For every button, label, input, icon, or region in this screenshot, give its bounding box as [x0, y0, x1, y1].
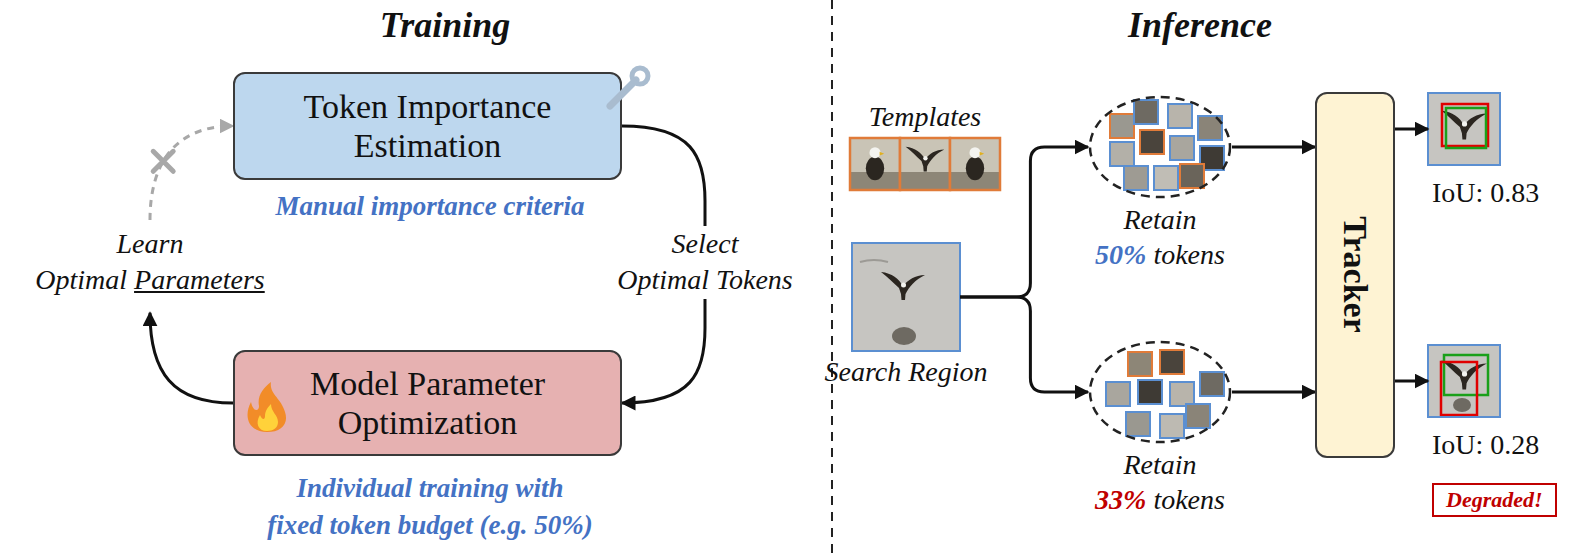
- dashed-ellipse: [1088, 340, 1232, 444]
- node-label: Tracker: [1335, 217, 1374, 333]
- text-run: Parameters: [134, 264, 265, 295]
- text-run: (e.g.: [480, 510, 528, 540]
- blocked-arrow: [150, 126, 233, 220]
- blocked-mark: [153, 151, 173, 171]
- wrench-icon: [600, 68, 650, 113]
- text-run: Region: [908, 356, 987, 387]
- text-run: Parameter: [407, 365, 545, 402]
- search-region-image: Search Region: [852, 243, 960, 351]
- process-box: Model Parameter Optimization: [233, 350, 622, 456]
- text-run: Tokens: [716, 264, 793, 295]
- text-run: tokens: [1153, 484, 1225, 515]
- text-run: Retain: [1123, 449, 1196, 480]
- text-run: Inference: [1128, 5, 1272, 45]
- divider: [831, 0, 833, 553]
- node-label: Templates: [869, 99, 982, 134]
- text-run: Training: [380, 5, 511, 45]
- feedback-arrow: [150, 313, 233, 403]
- text-run: Model: [310, 365, 399, 402]
- connector-arrow: [960, 147, 1088, 297]
- text-run: 50%: [1095, 239, 1146, 270]
- status-badge: Degraded!: [1432, 483, 1557, 517]
- text-run: 50%): [534, 510, 592, 540]
- text-run: Token: [304, 88, 389, 125]
- result-image: IoU: 0.28Degraded!: [1428, 345, 1500, 417]
- dashed-ellipse: [1088, 95, 1232, 199]
- text-run: Manual: [275, 191, 364, 221]
- edge-label: Learn Optimal Parameters: [31, 226, 268, 299]
- node-label: Search Region: [824, 354, 987, 389]
- text-run: Optimization: [338, 404, 517, 441]
- text-run: tokens: [1153, 239, 1225, 270]
- text-run: token: [329, 510, 391, 540]
- text-run: Degraded!: [1446, 487, 1543, 512]
- section-title: Inference: [1128, 4, 1272, 47]
- result-image: IoU: 0.83: [1428, 93, 1500, 165]
- connector-arrow: [1395, 128, 1428, 131]
- text-run: Select: [672, 228, 739, 259]
- node-label: IoU: 0.28: [1432, 427, 1539, 462]
- token-set: Retain 50% tokens: [1088, 95, 1232, 199]
- text-run: IoU:: [1432, 177, 1483, 208]
- text-run: training: [419, 473, 509, 503]
- template-images: Templates: [850, 138, 1000, 190]
- text-run: importance: [371, 191, 497, 221]
- text-run: with: [516, 473, 564, 503]
- text-run: Retain: [1123, 204, 1196, 235]
- note-text: Manual importance criteria: [275, 190, 584, 222]
- text-run: Importance: [397, 88, 552, 125]
- tracker-box: Tracker: [1315, 92, 1395, 458]
- token-set: Retain 33% tokens: [1088, 340, 1232, 444]
- text-run: IoU:: [1432, 429, 1483, 460]
- ellipse-outline: [1090, 342, 1230, 442]
- edge-label: Select Optimal Tokens: [613, 226, 797, 299]
- node-label: IoU: 0.83: [1432, 175, 1539, 210]
- text-run: Learn: [117, 228, 184, 259]
- node-label: Token Importance Estimation: [304, 87, 552, 165]
- connector-arrow: [1232, 146, 1315, 149]
- text-run: Templates: [869, 101, 982, 132]
- text-run: Optimal: [617, 264, 709, 295]
- text-run: fixed: [267, 510, 322, 540]
- text-run: Individual: [296, 473, 412, 503]
- text-run: 0.28: [1490, 429, 1539, 460]
- text-run: budget: [398, 510, 473, 540]
- note-text: Individual training with fixed token bud…: [267, 470, 592, 545]
- text-run: criteria: [504, 191, 585, 221]
- text-run: 0.83: [1490, 177, 1539, 208]
- text-run: 33%: [1095, 484, 1146, 515]
- template-images: [850, 138, 1000, 190]
- result-images: [1428, 93, 1500, 417]
- section-title: Training: [380, 4, 511, 47]
- connector-arrow: [1395, 380, 1428, 383]
- search-image: [852, 243, 960, 351]
- fire-icon: [243, 382, 291, 434]
- node-label: Model Parameter Optimization: [310, 364, 545, 442]
- process-box: Token Importance Estimation: [233, 72, 622, 180]
- text-run: Optimal: [35, 264, 127, 295]
- node-label: Retain 50% tokens: [1095, 202, 1225, 272]
- ellipse-outline: [1090, 97, 1230, 197]
- connector-arrow: [1232, 391, 1315, 394]
- text-run: Search: [824, 356, 901, 387]
- text-run: Estimation: [354, 127, 501, 164]
- node-label: Retain 33% tokens: [1095, 447, 1225, 517]
